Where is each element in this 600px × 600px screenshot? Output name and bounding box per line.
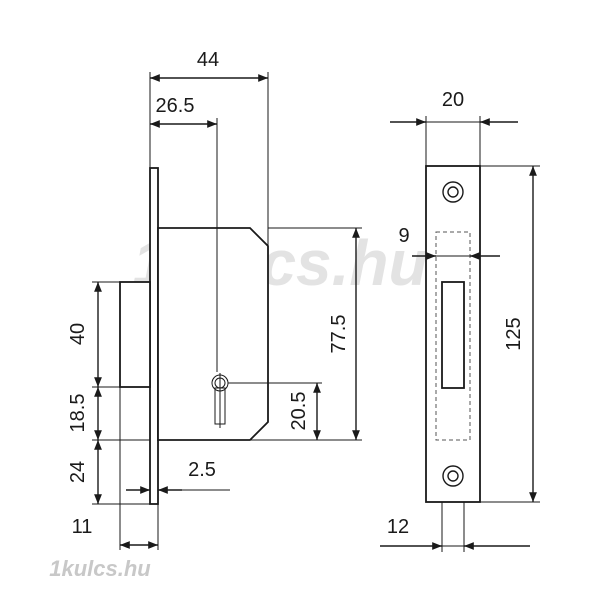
- screw-bottom: [442, 465, 464, 487]
- forend-plate: [149, 167, 159, 505]
- side-view: 44 26.5 77.5 20.5 2.5 40 18.5 24 11: [67, 49, 362, 550]
- dim-44: 44: [197, 49, 219, 71]
- dim-20: 20: [442, 89, 464, 111]
- lock-case: [157, 227, 269, 441]
- dim-24: 24: [67, 461, 89, 483]
- dim-18-5: 18.5: [67, 394, 89, 433]
- dim-11: 11: [72, 516, 93, 538]
- dim-12: 12: [387, 516, 409, 538]
- bolt-slot: [441, 281, 465, 389]
- dim-2-5: 2.5: [188, 459, 216, 481]
- watermark-logo: 1kulcs.hu: [49, 556, 151, 581]
- keyhole: [211, 373, 229, 428]
- dim-125: 125: [503, 317, 525, 350]
- dim-26-5: 26.5: [156, 95, 195, 117]
- bolt: [119, 281, 151, 388]
- screw-top: [442, 181, 464, 203]
- dim-20-5: 20.5: [288, 392, 310, 431]
- dim-40: 40: [67, 323, 89, 345]
- front-view: 20 9 125 12: [380, 89, 540, 552]
- dim-77-5: 77.5: [328, 315, 350, 354]
- dim-9: 9: [398, 225, 409, 247]
